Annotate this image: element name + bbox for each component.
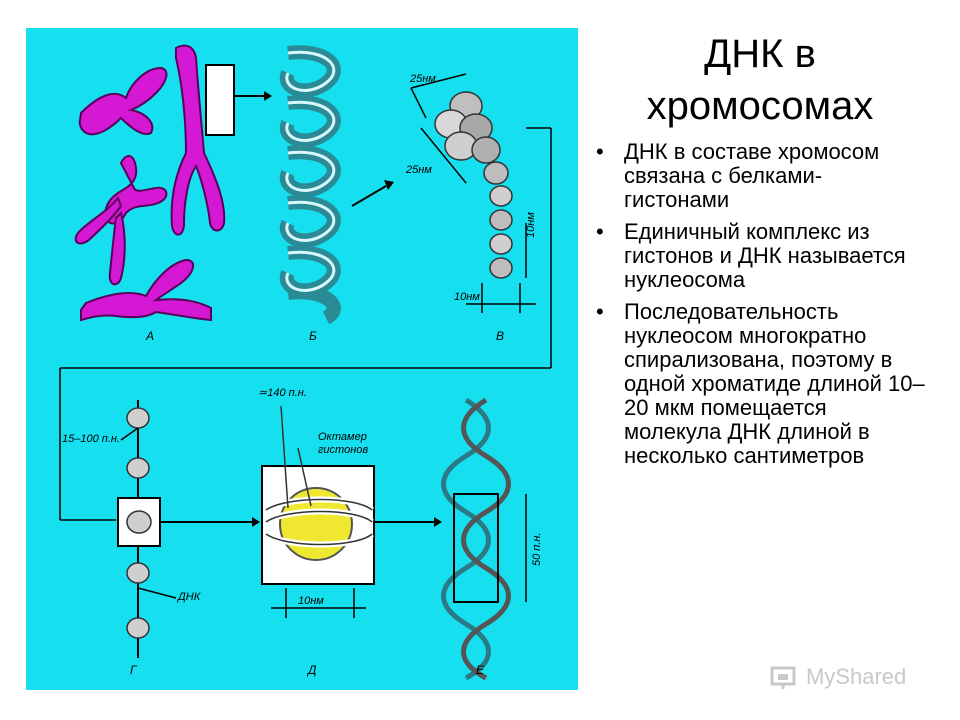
label-10nm-bottom-d: 10нм [298,595,324,607]
panel-label-e: Е [476,663,485,677]
chromosome-dna-illustration: А Б В Г Д Е 25нм 25нм 10нм 10нм 15–100 п… [26,28,578,690]
chromosome-x-1 [78,66,168,136]
chromosome-zoom-box [205,64,235,136]
bullet-list: • ДНК в составе хромосом связана с белка… [596,140,926,476]
helix-segment-box [453,493,499,603]
label-25nm-top: 25нм [409,73,436,85]
label-10nm-bottom-v: 10нм [454,291,480,303]
bullet-item: • Единичный комплекс из гистонов и ДНК н… [596,220,926,292]
bullet-text: Последовательность нуклеосом многократно… [624,299,925,468]
chromosome-x-3 [80,258,212,322]
solenoid-fiber [434,91,513,279]
panel-label-v: В [496,329,504,343]
bullet-text: Единичный комплекс из гистонов и ДНК наз… [624,219,906,292]
bullet-text: ДНК в составе хромосом связана с белками… [624,139,880,212]
label-10nm-vertical: 10нм [525,212,537,238]
panel-label-g: Г [130,663,138,677]
bullet-dot-icon: • [596,219,604,244]
panel-label-d: Д [306,663,317,677]
label-25nm-mid: 25нм [405,164,432,176]
chromosome-x-2 [74,155,168,286]
slide-title: ДНК в хромосомах [646,32,874,128]
presentation-icon [770,666,800,690]
watermark-text: MyShared [806,664,907,689]
dna-double-helix [441,397,511,681]
myshared-watermark: MyShared [770,660,930,694]
label-dna: ДНК [176,591,201,603]
panel-label-b: Б [309,329,317,343]
bullet-item: • Последовательность нуклеосом многократ… [596,300,926,468]
label-15-100bp: 15–100 п.н. [62,433,120,445]
coiled-chromatin-fiber [279,45,341,325]
chromosome-large [170,44,226,236]
bullet-dot-icon: • [596,139,604,164]
label-140bp: ≃140 п.н. [258,387,307,399]
label-50bp: 50 п.н. [531,532,543,566]
panel-label-a: А [145,329,154,343]
illustration-svg: А Б В Г Д Е 25нм 25нм 10нм 10нм 15–100 п… [59,44,552,681]
bullet-dot-icon: • [596,299,604,324]
label-histones: гистонов [318,444,368,456]
label-octamer: Октамер [318,431,367,443]
bullet-item: • ДНК в составе хромосом связана с белка… [596,140,926,212]
